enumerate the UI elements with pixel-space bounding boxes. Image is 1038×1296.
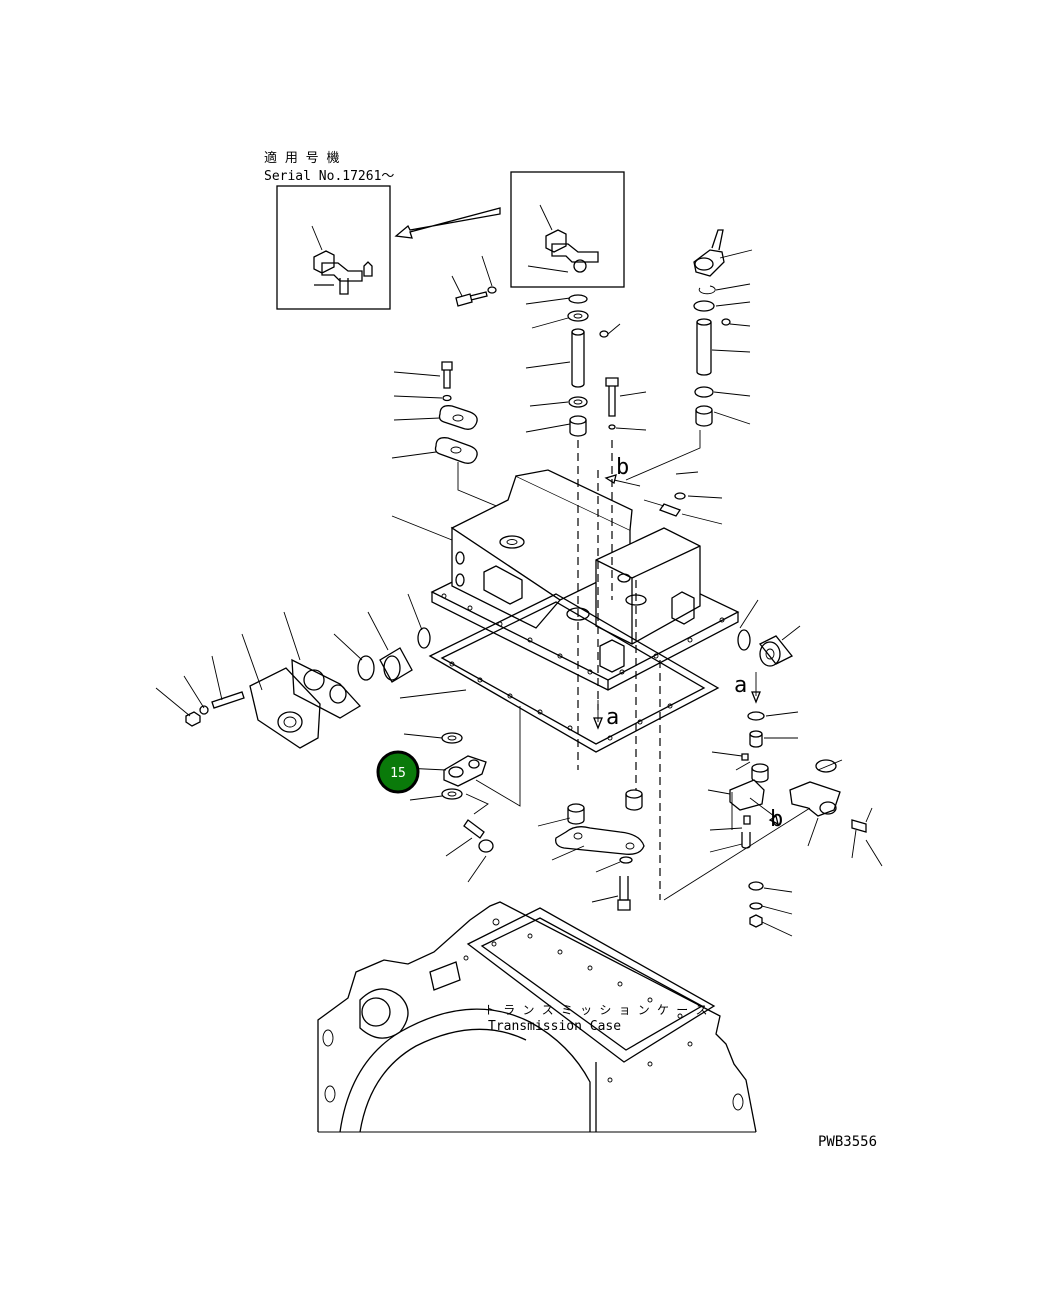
right-shaft-stack [625, 229, 753, 481]
transmission-case-label-en: Transmission Case [488, 1019, 621, 1034]
body-gasket [399, 593, 720, 753]
valve-body [391, 469, 740, 691]
callout-arrow-a-middle: a [593, 700, 619, 730]
svg-text:a: a [606, 705, 619, 730]
svg-text:b: b [770, 807, 783, 832]
part-callout-15-circle[interactable] [376, 750, 420, 794]
part-callout-15[interactable]: 15 [376, 750, 420, 794]
callout-arrow-a-right: a [734, 672, 761, 704]
transmission-case [317, 901, 757, 1133]
callout-arrow-b-right: b [749, 797, 783, 832]
inset-old-lever [510, 171, 625, 288]
drawing-number: PWB3556 [818, 1134, 877, 1150]
left-plate-stack [391, 361, 507, 511]
center-lines [577, 440, 661, 900]
svg-text:b: b [616, 455, 629, 480]
lower-right-linkage [663, 711, 883, 937]
serial-change-arrow [394, 207, 501, 239]
svg-text:a: a [734, 673, 747, 698]
left-side-cover [155, 593, 431, 749]
applicability-label-jp: 適 用 号 機 [264, 150, 339, 166]
transmission-case-label-jp: ト ラ ン ス ミ ッ シ ョ ン ケ ー ス [484, 1003, 707, 1017]
right-side-parts [643, 471, 801, 667]
inset-bolts [451, 255, 497, 307]
inset-new-lever [276, 185, 391, 310]
center-shaft-stack [525, 294, 647, 437]
lever-assembly [403, 706, 521, 883]
lower-center-parts [537, 789, 645, 911]
applicability-serial: Serial No.17261～ [264, 169, 394, 184]
callout-arrow-b-top: b [604, 455, 641, 487]
part-callout-15-label[interactable]: 15 [390, 766, 406, 781]
